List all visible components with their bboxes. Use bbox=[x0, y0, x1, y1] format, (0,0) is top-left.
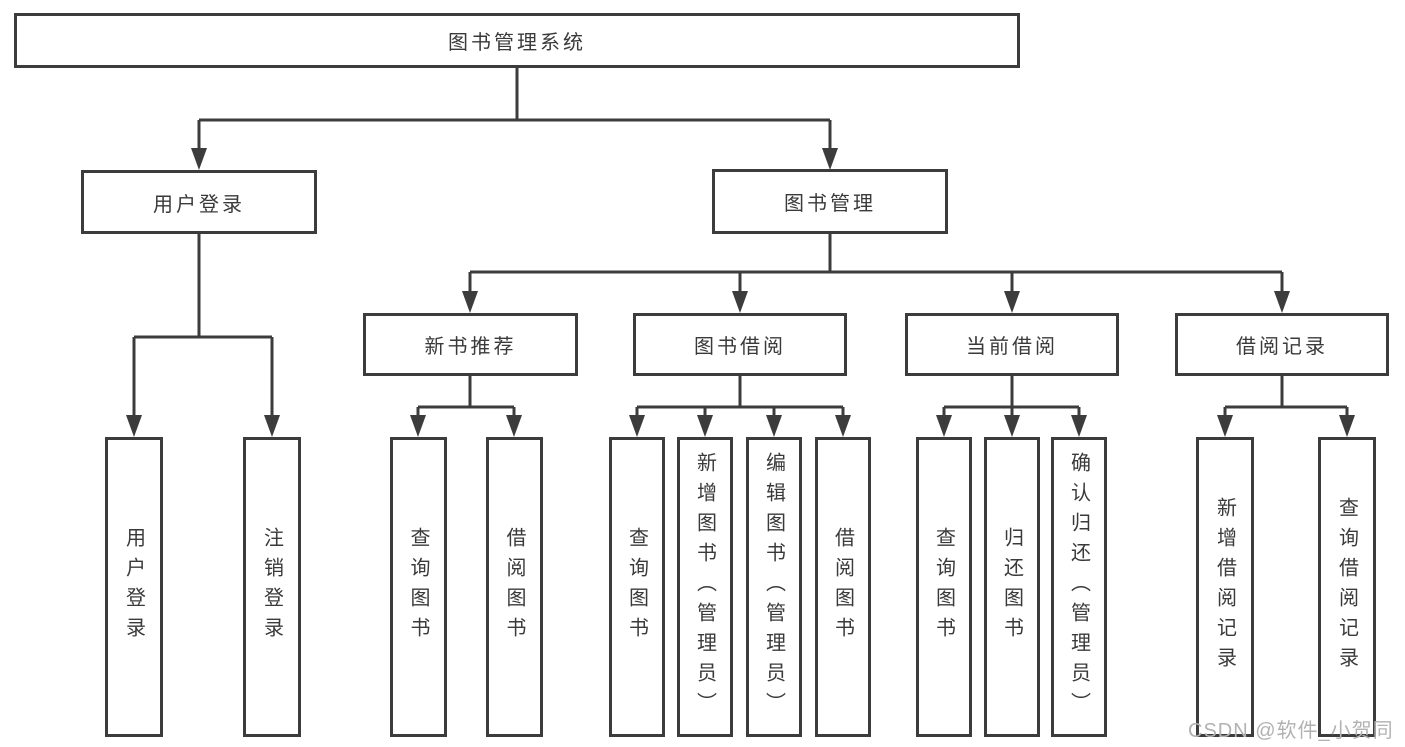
node-login-user-login: 用户登录 bbox=[105, 437, 163, 737]
node-login-logout: 注销登录 bbox=[243, 437, 301, 737]
node-records-query-record: 查询借阅记录 bbox=[1318, 437, 1376, 737]
node-current-return-books: 归还图书 bbox=[984, 437, 1040, 737]
node-library-system: 图书管理系统 bbox=[14, 13, 1020, 68]
node-borrow-edit-books-admin: 编辑图书（管理员） bbox=[746, 437, 802, 737]
node-borrow-borrow-books: 借阅图书 bbox=[815, 437, 871, 737]
node-borrow-query-books: 查询图书 bbox=[609, 437, 665, 737]
node-current-borrow: 当前借阅 bbox=[905, 313, 1119, 376]
watermark: CSDN @软件_小贺同学 bbox=[1188, 720, 1394, 742]
node-records-add-record: 新增借阅记录 bbox=[1196, 437, 1254, 737]
node-borrow-add-books-admin: 新增图书（管理员） bbox=[677, 437, 733, 737]
node-user-login: 用户登录 bbox=[81, 170, 317, 234]
node-new-book-recommend: 新书推荐 bbox=[363, 313, 578, 376]
arrowhead-icons bbox=[126, 148, 1355, 437]
node-current-query-books: 查询图书 bbox=[916, 437, 972, 737]
node-book-management: 图书管理 bbox=[712, 169, 948, 234]
connector-stroke-paths bbox=[132, 68, 1349, 417]
node-current-confirm-return-admin: 确认归还（管理员） bbox=[1051, 437, 1107, 737]
node-book-borrow: 图书借阅 bbox=[633, 313, 847, 376]
node-recommend-borrow-books: 借阅图书 bbox=[486, 437, 543, 737]
node-recommend-query-books: 查询图书 bbox=[390, 437, 447, 737]
node-borrow-records: 借阅记录 bbox=[1175, 313, 1389, 376]
